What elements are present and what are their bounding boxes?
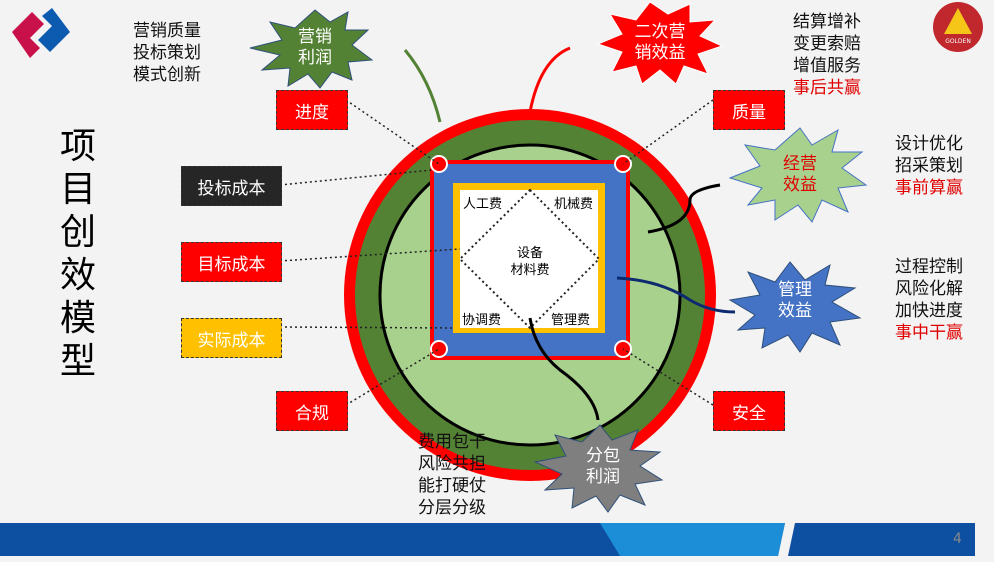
note-line: 风险化解 xyxy=(895,279,963,299)
burst-line: 效益 xyxy=(778,301,812,321)
note-line: 模式创新 xyxy=(133,65,201,85)
burst-line: 二次营 xyxy=(634,22,686,42)
machinery-cost: 机械费 xyxy=(554,197,594,212)
note-line: 分层分级 xyxy=(418,498,486,518)
note-line: 结算增补 xyxy=(793,12,861,32)
company-logo xyxy=(12,8,70,58)
quality-label: 质量 xyxy=(713,90,785,130)
burst-line: 利润 xyxy=(298,48,332,68)
title-char: 目 xyxy=(59,169,96,210)
materials-line: 材料费 xyxy=(510,263,550,278)
model-circle xyxy=(344,109,716,481)
note-line: 费用包干 xyxy=(418,432,486,452)
subcontract-text: 分包利润 xyxy=(573,446,633,488)
coordination-cost: 协调费 xyxy=(462,313,502,328)
secondary-notes: 结算增补变更索赔增值服务事后共赢 xyxy=(793,11,861,99)
note-line: 加快进度 xyxy=(895,301,963,321)
burst-line: 分包 xyxy=(586,446,620,466)
progress-label: 进度 xyxy=(276,90,348,130)
title-char: 项 xyxy=(59,126,96,167)
note-line: 招采策划 xyxy=(895,156,963,176)
subcontract-notes: 费用包干风险共担能打硬仗分层分级 xyxy=(418,431,486,519)
burst-line: 营销 xyxy=(298,27,332,47)
golden-logo xyxy=(933,2,983,52)
note-line: 投标策划 xyxy=(133,43,201,63)
page-title: 项 目 创 效 模 型 xyxy=(58,125,98,383)
management-notes: 过程控制风险化解加快进度事中干赢 xyxy=(895,256,963,344)
target-cost-label: 目标成本 xyxy=(181,242,282,282)
note-highlight: 事前算赢 xyxy=(895,178,963,198)
labor-cost: 人工费 xyxy=(463,197,503,212)
note-line: 风险共担 xyxy=(418,454,486,474)
note-line: 设计优化 xyxy=(895,134,963,154)
burst-line: 管理 xyxy=(778,280,812,300)
note-line: 营销质量 xyxy=(133,21,201,41)
operating-notes: 设计优化招采策划事前算赢 xyxy=(895,133,963,199)
burst-line: 效益 xyxy=(783,175,817,195)
note-line: 变更索赔 xyxy=(793,34,861,54)
footer-bar xyxy=(0,523,975,556)
note-line: 能打硬仗 xyxy=(418,476,486,496)
actual-cost-label: 实际成本 xyxy=(181,318,282,358)
management-text: 管理效益 xyxy=(765,280,825,322)
burst-management xyxy=(728,261,862,353)
golden-logo-text: GOLDEN xyxy=(945,38,971,45)
burst-secondary xyxy=(596,1,724,85)
note-line: 增值服务 xyxy=(793,56,861,76)
operating-text: 经营效益 xyxy=(770,154,830,196)
safety-label: 安全 xyxy=(713,391,785,431)
note-highlight: 事中干赢 xyxy=(895,323,963,343)
connectors xyxy=(279,99,714,406)
compliance-label: 合规 xyxy=(276,391,348,431)
burst-line: 利润 xyxy=(586,467,620,487)
burst-line: 经营 xyxy=(783,154,817,174)
note-highlight: 事后共赢 xyxy=(793,78,861,98)
note-line: 过程控制 xyxy=(895,257,963,277)
title-char: 模 xyxy=(59,298,96,339)
marketing-profit-text: 营销利润 xyxy=(285,27,345,69)
bid-cost-label: 投标成本 xyxy=(181,166,282,206)
title-char: 创 xyxy=(59,212,96,253)
burst-marketing-profit xyxy=(249,9,374,89)
arrows xyxy=(403,46,736,421)
page-number: 4 xyxy=(953,531,962,547)
materials-cost: 设备 材料费 xyxy=(490,245,570,279)
burst-operating xyxy=(728,127,868,223)
secondary-text: 二次营销效益 xyxy=(625,22,695,64)
burst-subcontract xyxy=(533,424,664,513)
management-cost: 管理费 xyxy=(551,313,591,328)
title-char: 效 xyxy=(59,255,96,296)
title-char: 型 xyxy=(59,341,96,382)
marketing-notes: 营销质量投标策划模式创新 xyxy=(133,20,201,86)
burst-line: 销效益 xyxy=(634,43,686,63)
materials-line: 设备 xyxy=(516,246,543,261)
